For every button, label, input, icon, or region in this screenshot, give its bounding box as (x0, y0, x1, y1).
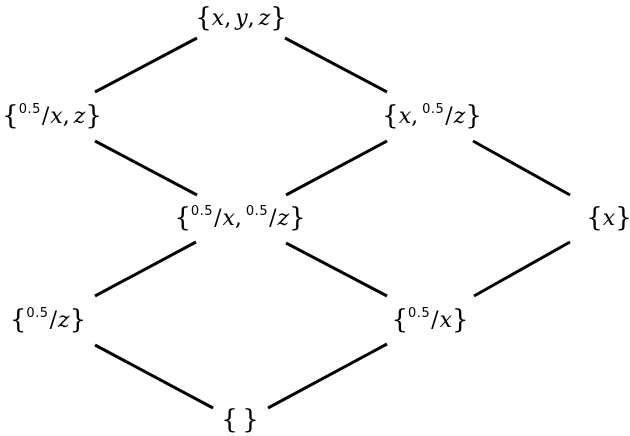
node-xyz: {x,y,z} (195, 5, 287, 31)
edge-hx_hz-hz (94, 240, 197, 298)
element-x: x (211, 6, 225, 31)
edges-group (94, 36, 571, 410)
membership-degree: 0.5 (18, 102, 41, 117)
element-z: z (58, 308, 70, 333)
close-brace: } (289, 203, 306, 233)
edge-x_hz-hx_hz (285, 139, 388, 197)
slash: / (445, 104, 453, 129)
node-empty: { } (221, 407, 259, 433)
close-brace: } (69, 305, 87, 335)
element-z: z (453, 104, 466, 129)
open-brace: { (221, 405, 238, 435)
edge-x_hz-x (472, 139, 571, 197)
edge-x-hx (473, 240, 571, 298)
open-brace: { (9, 305, 27, 335)
close-brace: } (615, 203, 630, 233)
membership-degree: 0.5 (422, 102, 445, 117)
open-brace: { (586, 203, 603, 233)
node-x: {x} (586, 205, 630, 231)
element-x: x (50, 104, 63, 129)
open-brace: { (382, 101, 399, 131)
node-hz: {0.5/z} (10, 307, 86, 333)
comma: , (224, 6, 232, 31)
node-hx: {0.5/x} (391, 307, 468, 333)
edge-hx-empty (267, 342, 388, 410)
node-x_hz: {x,0.5/z} (382, 103, 482, 129)
element-z: z (73, 104, 86, 129)
edge-hz-empty (94, 343, 214, 410)
comma: , (411, 104, 419, 129)
open-brace: { (2, 101, 19, 131)
node-hx_hz: {0.5/x,0.5/z} (174, 205, 305, 231)
element-x: x (398, 104, 412, 129)
slash: / (49, 308, 58, 333)
open-brace: { (195, 3, 212, 33)
close-brace: } (465, 101, 482, 131)
edge-xyz-hx_z (94, 36, 198, 94)
edge-hx_z-hx_hz (94, 139, 198, 197)
edge-xyz-x_hz (284, 36, 388, 94)
open-brace: { (174, 203, 191, 233)
slash: / (269, 206, 277, 231)
element-z: z (258, 6, 271, 31)
membership-degree: 0.5 (26, 306, 49, 321)
membership-degree: 0.5 (190, 204, 214, 219)
close-brace: } (452, 305, 469, 335)
membership-degree: 0.5 (407, 306, 431, 321)
element-z: z (277, 206, 290, 231)
slash: / (431, 308, 439, 333)
element-x: x (602, 206, 616, 231)
node-hx_z: {0.5/x,z} (2, 103, 102, 129)
slash: / (41, 104, 50, 129)
comma: , (62, 104, 70, 129)
element-y: y (235, 6, 248, 31)
close-brace: } (85, 101, 102, 131)
close-brace: } (242, 405, 259, 435)
edge-hx_hz-hx (285, 241, 388, 298)
element-x: x (222, 206, 235, 231)
close-brace: } (270, 3, 287, 33)
element-x: x (439, 308, 453, 333)
comma: , (247, 6, 255, 31)
membership-degree: 0.5 (245, 204, 269, 219)
open-brace: { (391, 305, 408, 335)
slash: / (214, 206, 222, 231)
comma: , (234, 206, 242, 231)
